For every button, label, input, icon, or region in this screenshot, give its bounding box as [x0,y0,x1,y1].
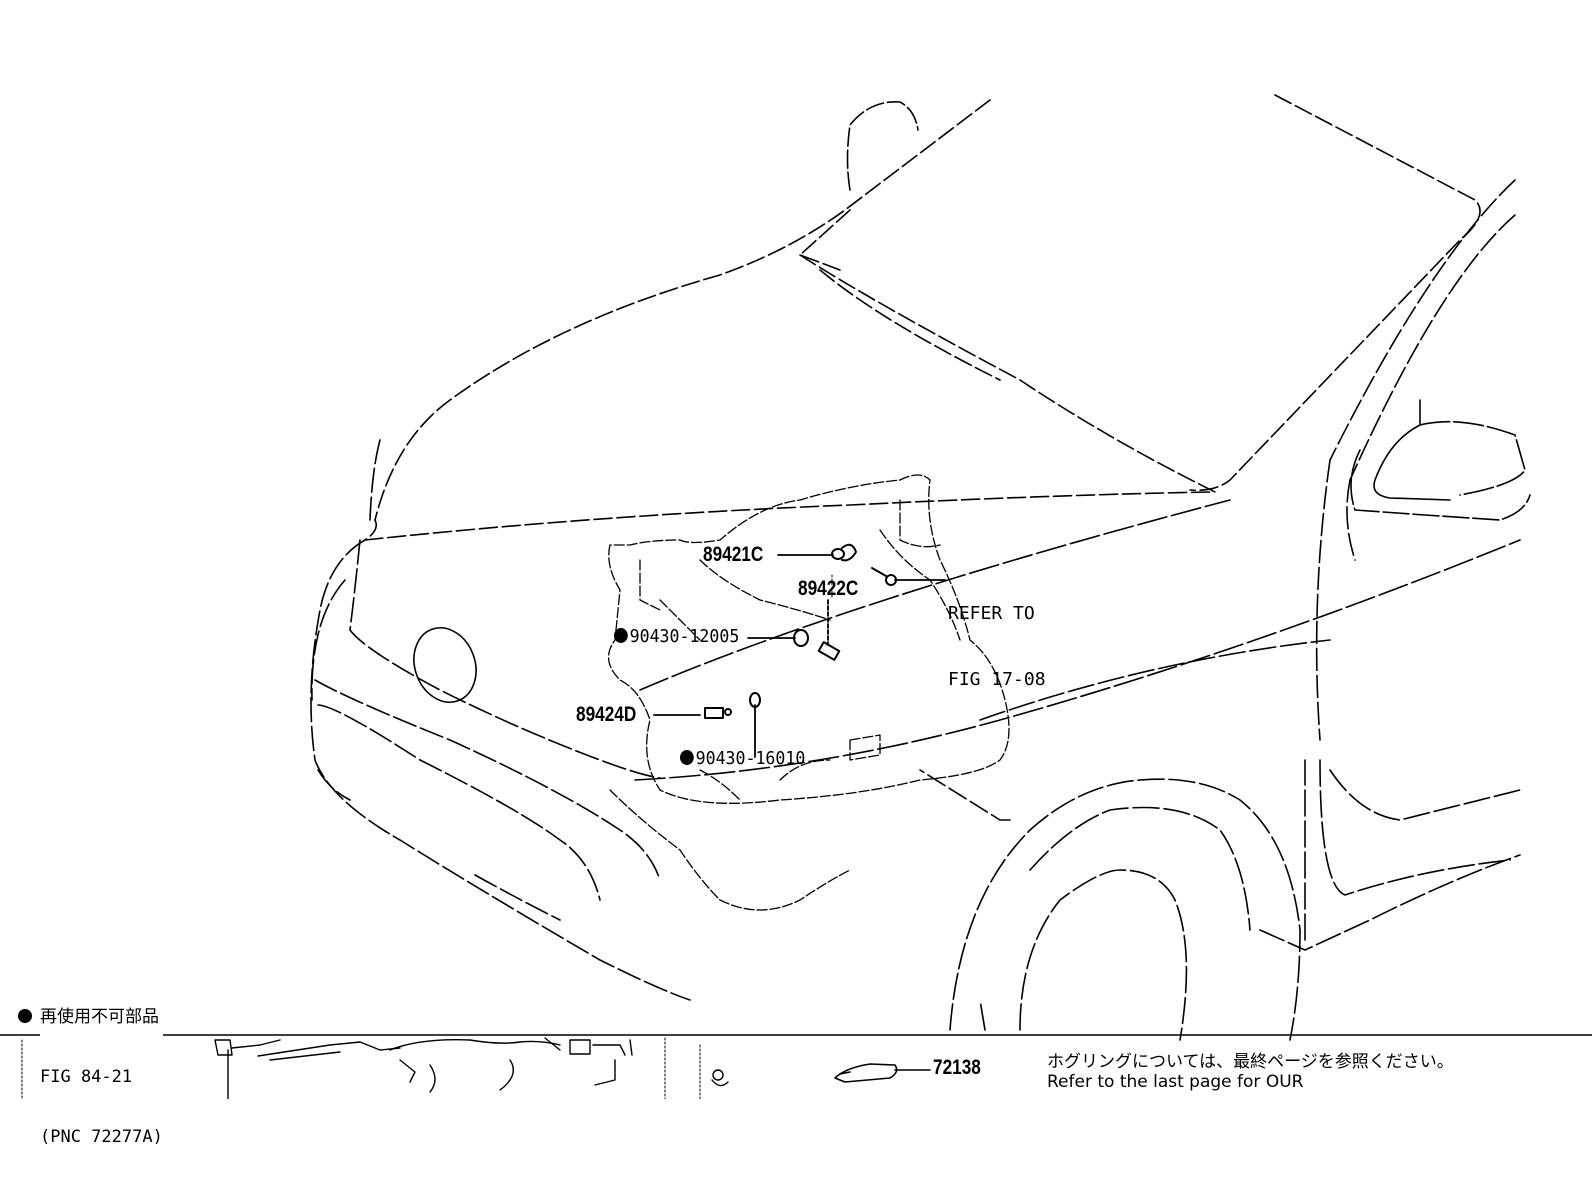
refer-line-2: FIG 17-08 [948,669,1046,690]
legend-non-reusable: 再使用不可部品 [18,1002,159,1027]
part-glyphs [704,543,897,719]
part-number: 89422C [798,577,859,600]
callout-89422C[interactable]: 89422C [798,578,858,599]
part-number: 72138 [933,1056,981,1079]
callout-89421C[interactable]: 89421C [703,544,763,565]
parts-diagram-canvas: 89421C 89422C 90430-12005 89424D 90430-1… [0,94,1592,1147]
refer-to-fig-link[interactable]: REFER TO FIG 17-08 [948,559,1046,735]
non-reusable-dot-icon [614,628,628,643]
body-crease [639,499,1231,691]
callout-89424D[interactable]: 89424D [576,704,636,725]
callout-90430-12005[interactable]: 90430-12005 [614,628,739,646]
front-emblem [413,627,477,703]
cowl-piece [846,101,919,191]
seat-frame-thumbnail [214,1037,633,1093]
hood-outline [364,94,1481,541]
wheel-arch [949,639,1521,1041]
next-fig-reference[interactable]: FIG 84-21 (PNC 72277A) [40,1027,163,1187]
part-72138-glyph [834,1063,931,1083]
part-number: 90430-16010 [695,748,806,769]
legend-text: 再使用不可部品 [40,1007,159,1027]
hog-ring-note-en: Refer to the last page for OUR [1047,1072,1304,1092]
non-reusable-dot-icon [18,1009,32,1023]
leader-lines [653,554,946,758]
body-crease-2 [634,539,1521,781]
front-bumper [310,439,691,1001]
part-number: 89421C [703,543,764,566]
non-reusable-dot-icon [680,750,694,765]
fig-ref-line-2: (PNC 72277A) [40,1127,163,1147]
hog-ring-note-jp: ホグリングについては、最終ページを参照ください。 [1047,1052,1454,1072]
part-number: 90430-12005 [629,626,740,647]
part-number: 89424D [576,703,637,726]
vehicle-line-drawing [0,94,1592,1099]
callout-90430-16010[interactable]: 90430-16010 [680,750,805,768]
callout-72138[interactable]: 72138 [933,1057,981,1078]
clip-thumbnail [711,1069,729,1087]
windshield-pillar [1315,179,1516,741]
refer-line-1: REFER TO [948,603,1035,624]
fig-ref-line-1: FIG 84-21 [40,1067,133,1087]
side-mirror [1350,399,1531,521]
